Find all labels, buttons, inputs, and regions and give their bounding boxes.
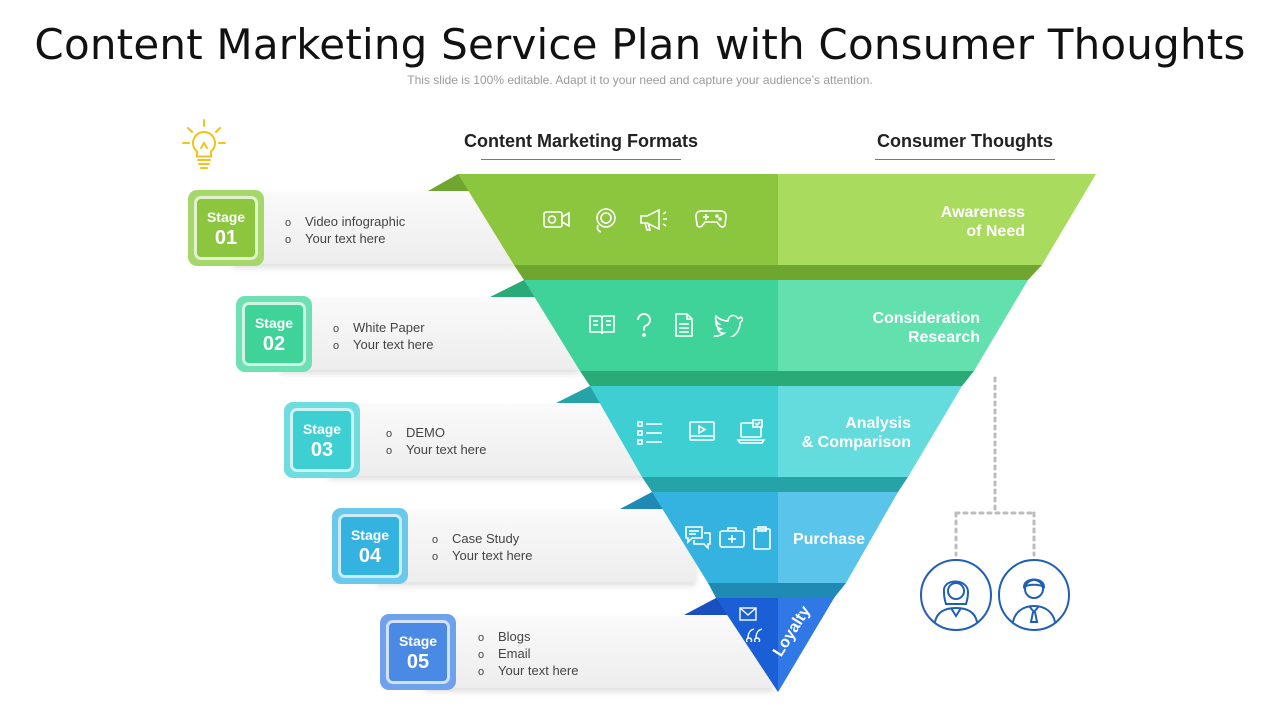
stage-4-number: 04 [358,545,382,567]
stage-4-bullets: Case Study Your text here [432,531,532,565]
funnel-band-stage-2-left [524,280,778,371]
thought-stage-2-line-2: Research [907,329,980,346]
formats-column-heading: Content Marketing Formats [452,131,710,160]
first-aid-kit-icon [719,527,745,548]
thought-stage-4-line-1: Purchase [792,531,865,548]
stage-5-number: 05 [406,651,430,673]
stage-5-badge: Stage 05 [380,614,456,690]
stage-1-label: Stage [206,209,246,225]
funnel-band-stage-4-right [778,492,898,583]
chat-bubbles-icon [685,526,711,550]
stage-5-bullet-3: Your text here [478,663,578,680]
video-camera-icon [543,211,570,228]
book-icon [589,315,615,335]
stage-3-label: Stage [302,421,342,437]
thoughts-column-heading: Consumer Thoughts [860,131,1070,160]
clipboard-icon [753,526,771,550]
thought-stage-1: Awareness of Need [880,203,1025,241]
thoughts-heading-underline [875,159,1055,160]
thought-stage-1-line-1: Awareness [940,204,1025,221]
quote-icon [746,628,763,642]
stage-4-bullet-2: Your text here [432,548,532,565]
stage-2-label: Stage [254,315,294,331]
thought-stage-2: Consideration Research [820,309,980,347]
envelope-icon [739,607,757,621]
stage-3-bullet-1: DEMO [386,425,486,442]
funnel-band-stage-5-light [778,598,834,692]
stage-3-strip [328,404,648,476]
thought-stage-3-line-1: Analysis [845,415,911,432]
funnel-band-stage-4-shadow [708,583,846,598]
stage-5-bullet-2: Email [478,646,578,663]
question-mark-icon [637,313,651,337]
funnel-band-stage-2-shadow [580,371,974,386]
funnel-band-stage-1-right [778,174,1096,265]
slide-subtitle: This slide is 100% editable. Adapt it to… [407,73,873,87]
stage-3-bullets: DEMO Your text here [386,425,486,459]
funnel-band-stage-1-shadow [514,265,1042,280]
stage-1-badge: Stage 01 [188,190,264,266]
lasso-icon [596,208,616,233]
stage-4-badge: Stage 04 [332,508,408,584]
document-icon [675,313,693,337]
funnel-band-stage-4-left [652,492,778,583]
stage-4-label: Stage [350,527,390,543]
twitter-bird-icon [713,314,743,337]
stage-1-bullets: Video infographic Your text here [285,214,405,248]
funnel-band-stage-1-left [458,174,778,265]
stage-2-bullet-2: Your text here [333,337,433,354]
stage-3-bullet-2: Your text here [386,442,486,459]
stage-5-bullets: Blogs Email Your text here [478,629,578,680]
funnel-band-stage-2-right [778,280,1028,371]
stage-5-label: Stage [398,633,438,649]
formats-heading-underline [481,159,681,160]
formats-heading-text: Content Marketing Formats [463,131,699,151]
thought-stage-4: Purchase [770,530,865,549]
stage-4-strip [376,510,696,582]
thought-stage-3: Analysis & Comparison [770,414,911,452]
laptop-icon [736,419,766,444]
stage-2-number: 02 [262,333,286,355]
stage-5-bullet-1: Blogs [478,629,578,646]
stage-3-badge: Stage 03 [284,402,360,478]
consumer-connector [954,376,1036,557]
checklist-icon [637,421,662,445]
stage-2-bullet-1: White Paper [333,320,433,337]
stage-1-bullet-2: Your text here [285,231,405,248]
thought-stage-3-line-2: & Comparison [801,434,911,451]
gamepad-icon [695,210,727,228]
megaphone-icon [640,208,667,231]
funnel-band-stage-3-shadow [642,477,908,492]
stage-3-number: 03 [310,439,334,461]
stage-4-bullet-1: Case Study [432,531,532,548]
stage-2-bullets: White Paper Your text here [333,320,433,354]
light-bulb-icon [182,119,226,169]
male-consumer-icon [998,559,1070,631]
stage-1-bullet-1: Video infographic [285,214,405,231]
funnel-band-stage-3-left [590,386,778,477]
thoughts-heading-text: Consumer Thoughts [877,131,1053,151]
funnel-band-stage-3-right [778,386,962,477]
stage-2-badge: Stage 02 [236,296,312,372]
stage-1-number: 01 [214,227,238,249]
thought-stage-2-line-1: Consideration [872,310,980,327]
thought-stage-1-line-2: of Need [966,223,1025,240]
female-consumer-icon [920,559,992,631]
video-player-icon [689,421,715,441]
slide-title: Content Marketing Service Plan with Cons… [34,20,1246,69]
